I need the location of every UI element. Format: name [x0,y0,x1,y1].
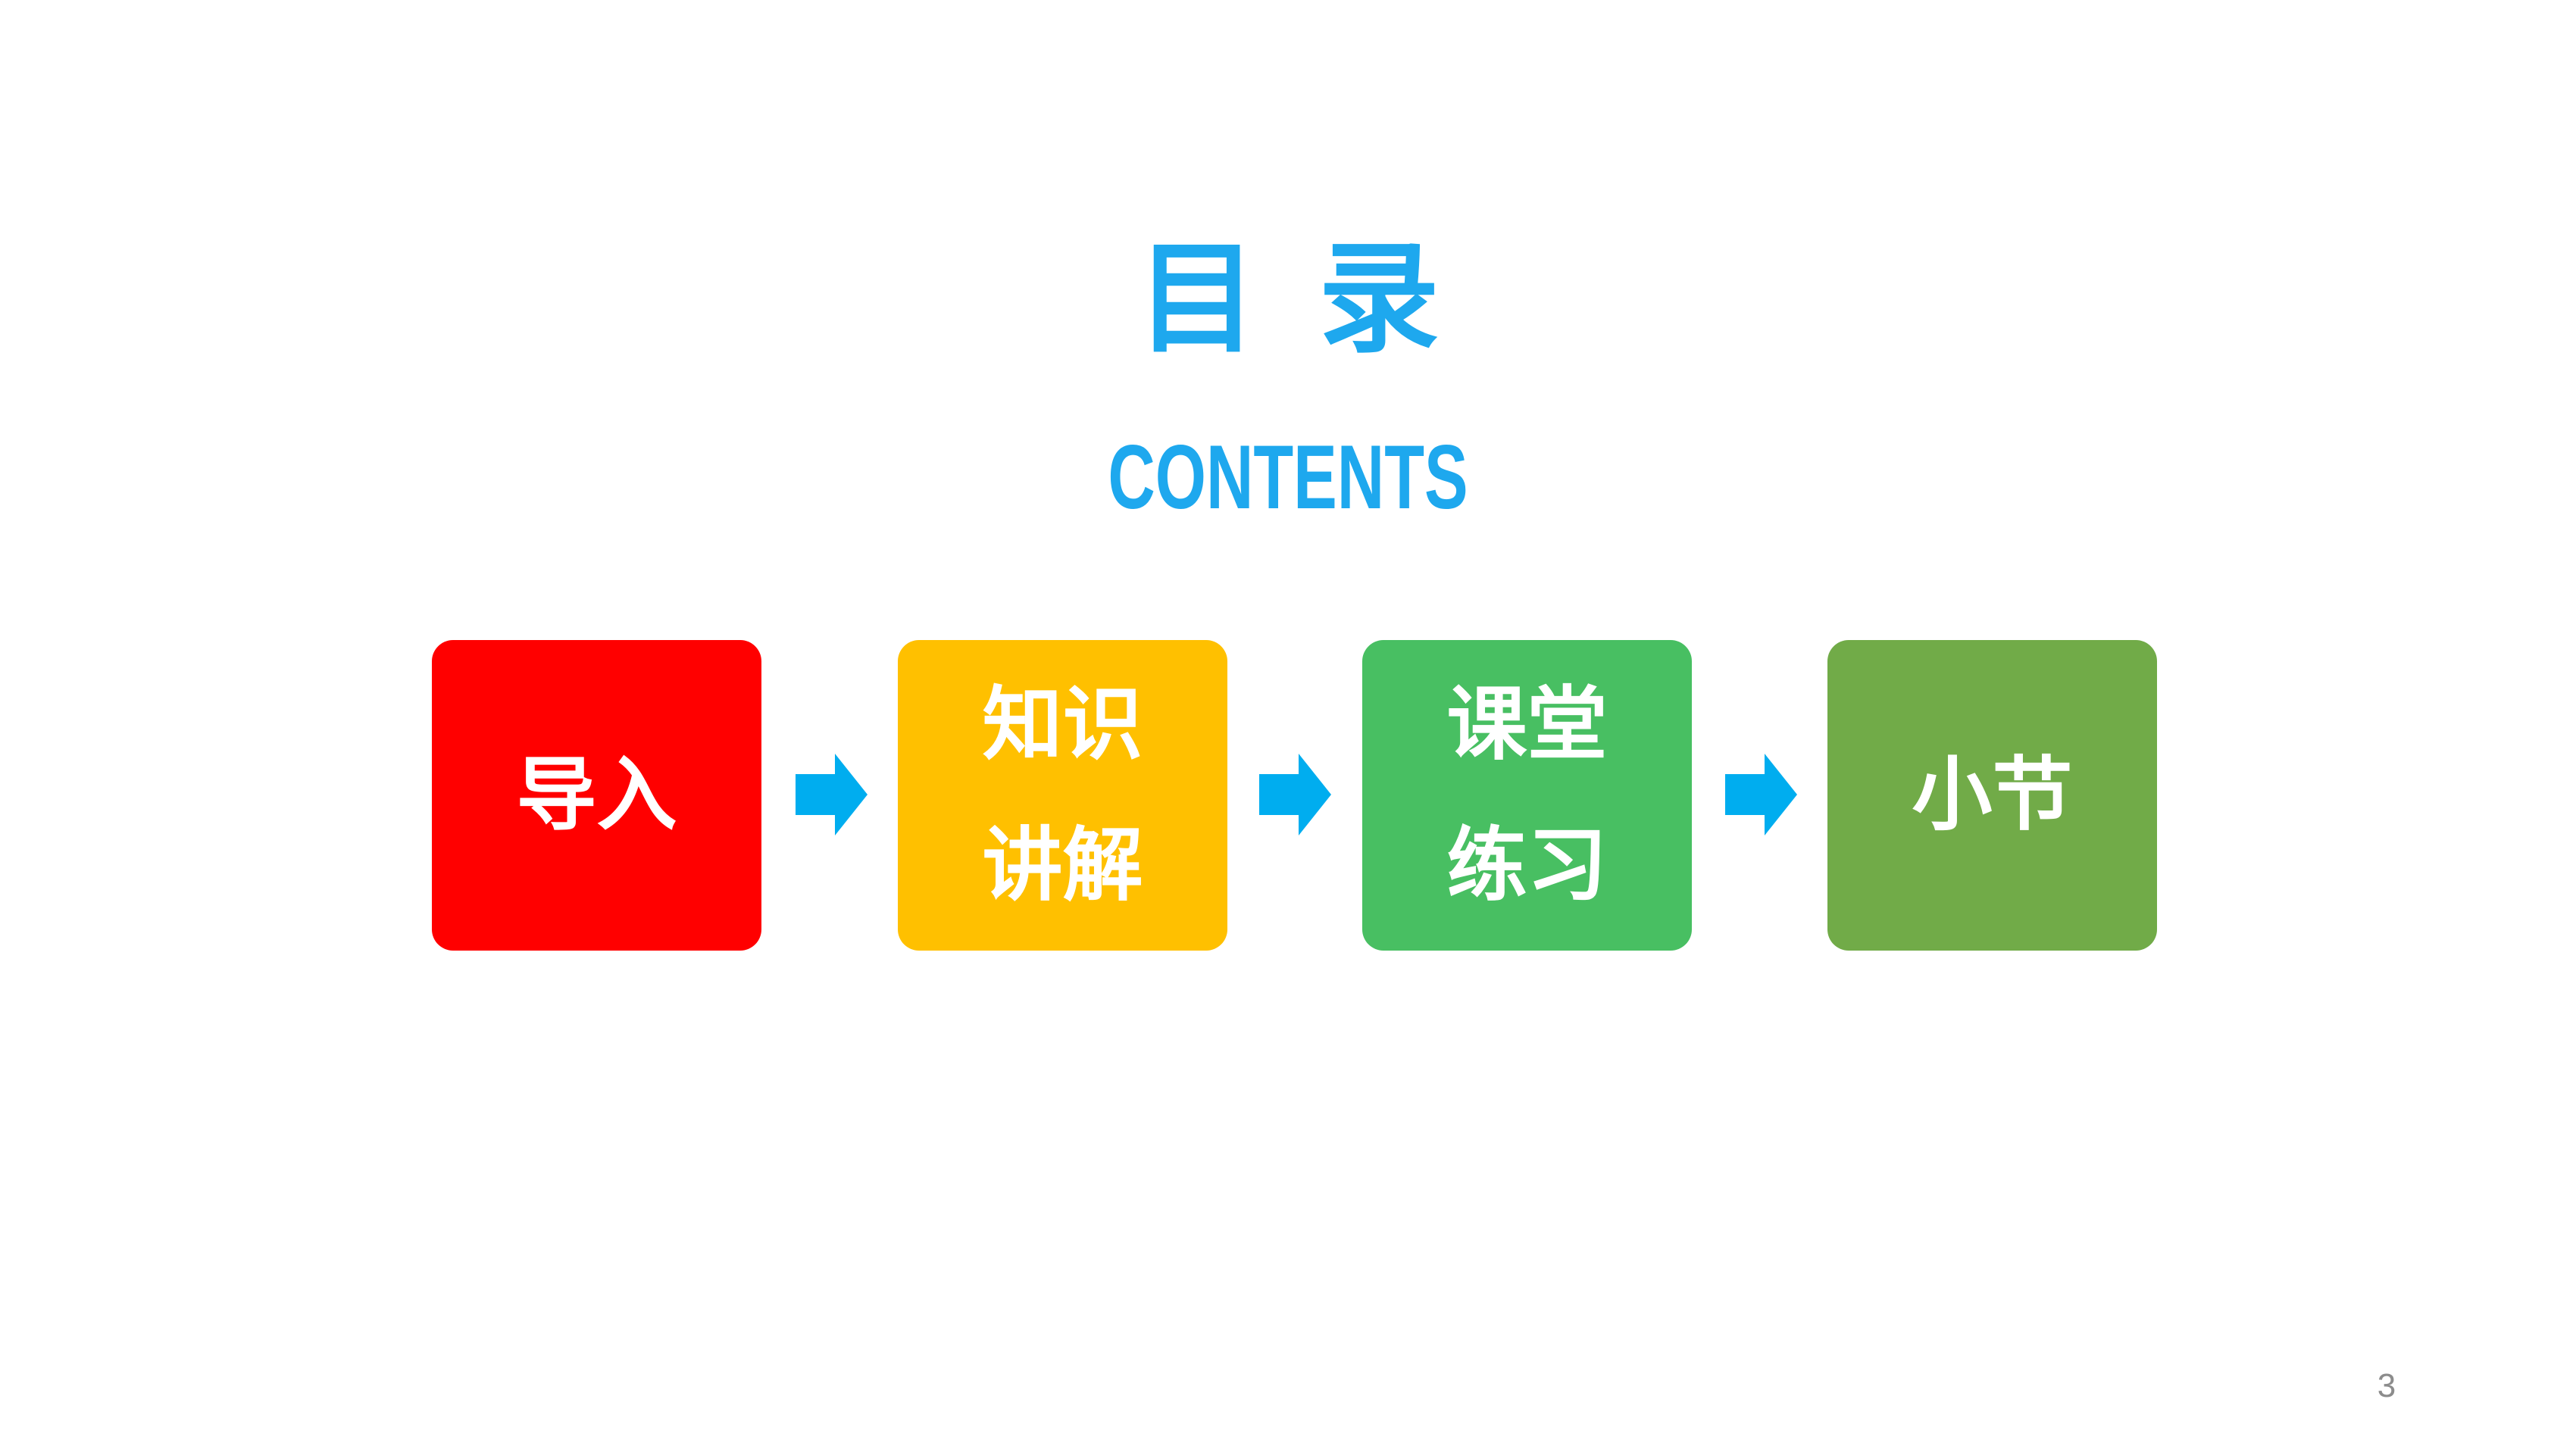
subtitle-text: CONTENTS [1108,426,1468,528]
step-label: 课堂练习 [1446,678,1608,912]
page-subtitle: CONTENTS [0,424,2576,530]
step-box-practice[interactable]: 课堂练习 [1362,640,1692,951]
step-label: 小节 [1912,748,2073,842]
step-label: 知识讲解 [982,678,1143,912]
step-label: 导入 [516,748,677,842]
arrow-right-icon [1259,754,1331,835]
arrow-right-icon [796,754,868,835]
step-box-summary[interactable]: 小节 [1827,640,2157,951]
step-box-intro[interactable]: 导入 [432,640,761,951]
step-box-knowledge[interactable]: 知识讲解 [898,640,1227,951]
page-title: 目录 [1136,228,1500,370]
page-number: 3 [2377,1367,2396,1404]
arrow-right-icon [1725,754,1797,835]
